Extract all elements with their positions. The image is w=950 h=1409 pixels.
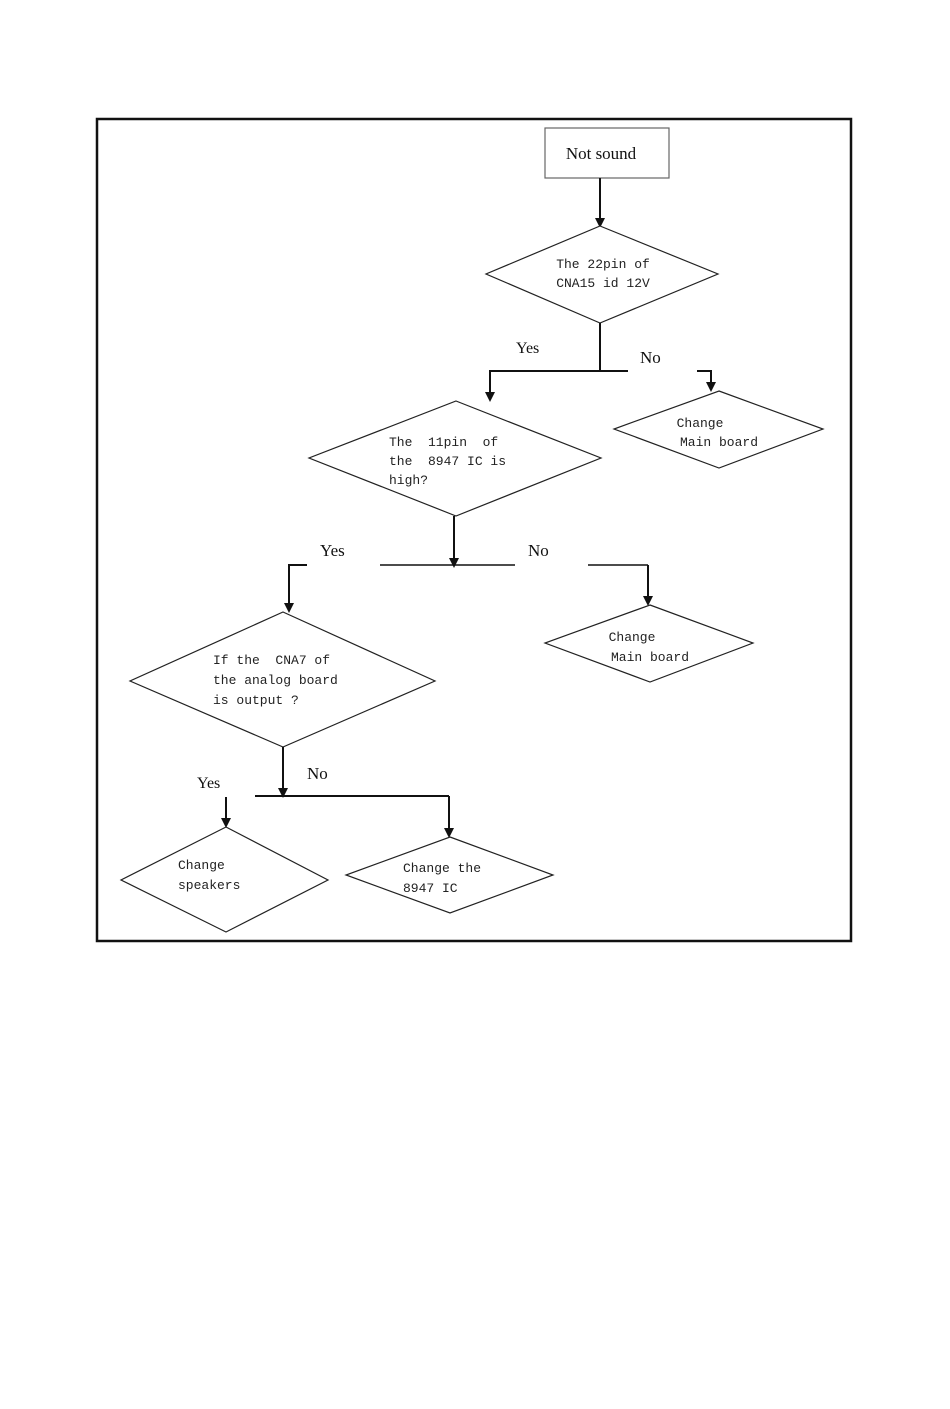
decision1-line2: CNA15 id 12V <box>556 276 650 291</box>
decision1-line1: The 22pin of <box>556 257 650 272</box>
decision2-line1: The 11pin of <box>389 435 498 450</box>
decision2-yes-label: Yes <box>320 541 345 560</box>
result1-diamond: Change Main board <box>614 391 823 468</box>
result3-line2: speakers <box>178 878 240 893</box>
result4-line1: Change the <box>403 861 481 876</box>
start-label: Not sound <box>566 144 637 163</box>
decision3-line1: If the CNA7 of <box>213 653 330 668</box>
decision2-line2: the 8947 IC is <box>389 454 506 469</box>
result1-line1: Change <box>677 416 724 431</box>
decision1-no-label: No <box>640 348 661 367</box>
result3-diamond: Change speakers <box>121 827 328 932</box>
diagram-frame <box>97 119 851 941</box>
result4-line2: 8947 IC <box>403 881 458 896</box>
decision3-line3: is output ? <box>213 693 299 708</box>
decision2-diamond: The 11pin of the 8947 IC is high? <box>309 401 601 516</box>
result2-diamond: Change Main board <box>545 605 753 682</box>
decision1-diamond: The 22pin of CNA15 id 12V <box>486 226 718 323</box>
decision3-no-label: No <box>307 764 328 783</box>
decision2-line3: high? <box>389 473 428 488</box>
decision3-line2: the analog board <box>213 673 338 688</box>
result4-diamond: Change the 8947 IC <box>346 837 553 913</box>
decision2-no-label: No <box>528 541 549 560</box>
result3-line1: Change <box>178 858 225 873</box>
result2-line2: Main board <box>611 650 689 665</box>
result1-line2: Main board <box>680 435 758 450</box>
decision1-yes-label: Yes <box>516 340 539 357</box>
decision3-yes-label: Yes <box>197 775 220 792</box>
decision3-diamond: If the CNA7 of the analog board is outpu… <box>130 612 435 747</box>
start-box: Not sound <box>545 128 669 178</box>
result2-line1: Change <box>609 630 656 645</box>
